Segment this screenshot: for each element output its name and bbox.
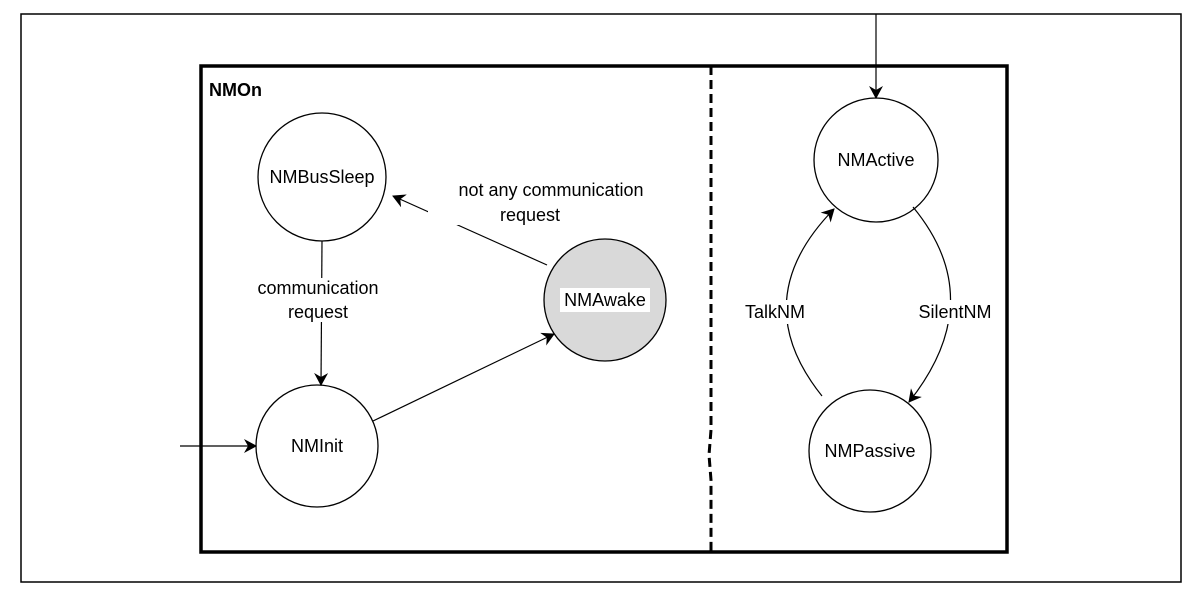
- label-communication-request-line1: communication: [257, 278, 378, 298]
- label-bg: [247, 278, 389, 322]
- region-divider: [707, 66, 713, 552]
- state-label: NMAwake: [564, 290, 646, 310]
- label-talknm: TalkNM: [745, 302, 805, 322]
- label-bg: [911, 300, 999, 324]
- label-communication-request-line2: request: [288, 302, 348, 322]
- state-label: NMPassive: [824, 441, 915, 461]
- state-nmpassive: NMPassive: [808, 389, 932, 513]
- label-not-any-request-line2: request: [500, 205, 560, 225]
- state-label: NMInit: [291, 436, 343, 456]
- state-nmawake: NMAwake: [543, 238, 667, 362]
- label-bg: [428, 179, 674, 225]
- transition-awake-to-bussleep: [392, 194, 548, 266]
- state-circle: [808, 389, 932, 513]
- state-label-bg: [560, 288, 650, 312]
- outer-frame: [20, 13, 1182, 583]
- label-bg: [738, 300, 814, 324]
- nmon-container-box: [199, 64, 1009, 554]
- state-label: NMActive: [837, 150, 914, 170]
- container-title: NMOn: [209, 80, 262, 100]
- state-nmactive: NMActive: [813, 97, 939, 223]
- state-nmbussleep: NMBusSleep: [257, 112, 387, 242]
- transition-init-to-awake: [372, 332, 555, 422]
- state-label: NMBusSleep: [269, 167, 374, 187]
- state-nminit: NMInit: [255, 384, 379, 508]
- label-silentnm: SilentNM: [918, 302, 991, 322]
- label-not-any-request-line1: not any communication: [458, 180, 643, 200]
